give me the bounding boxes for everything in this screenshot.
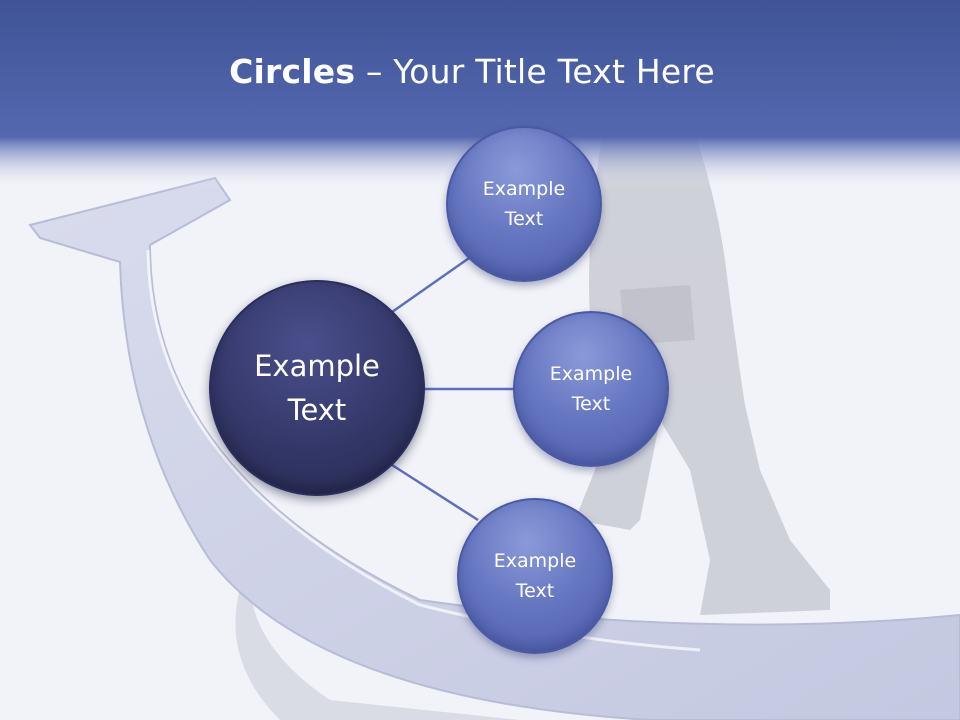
slide-title: Circles – Your Title Text Here xyxy=(0,52,944,91)
connector-top xyxy=(391,254,473,314)
title-bold: Circles xyxy=(229,52,356,91)
connectors xyxy=(391,254,514,522)
node-label-bottom: Example Text xyxy=(493,550,577,602)
connector-bottom xyxy=(391,463,479,522)
center-circle-label: Example Text xyxy=(254,349,380,427)
node-label-middle: Example Text xyxy=(549,363,633,415)
center-circle: Example Text xyxy=(209,280,425,496)
node-label-top: Example Text xyxy=(482,178,566,230)
node-circle-top: Example Text xyxy=(446,126,602,282)
arrow-shape xyxy=(28,176,960,720)
node-circle-bottom: Example Text xyxy=(457,498,613,654)
arrow-highlight xyxy=(146,249,701,652)
title-rest: – Your Title Text Here xyxy=(355,52,715,91)
node-circle-middle: Example Text xyxy=(513,311,669,467)
